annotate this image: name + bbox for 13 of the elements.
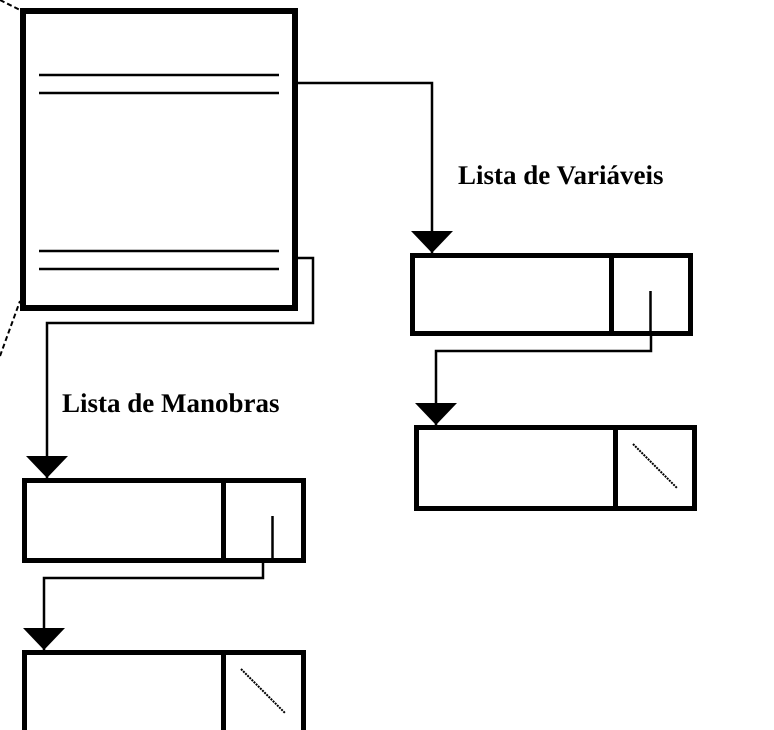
arrow [26, 256, 314, 478]
dashed-line [0, 300, 21, 356]
list-node-box [22, 478, 306, 563]
dashed-line [0, 0, 20, 11]
arrow [415, 336, 652, 425]
arrow [23, 563, 264, 650]
arrow [298, 82, 453, 253]
record-box [20, 8, 298, 311]
list-node-box [22, 650, 306, 730]
list-title: Lista de Variáveis [458, 160, 664, 191]
list-title: Lista de Manobras [62, 388, 280, 419]
list-node-box [410, 253, 693, 336]
list-node-box [414, 425, 697, 511]
